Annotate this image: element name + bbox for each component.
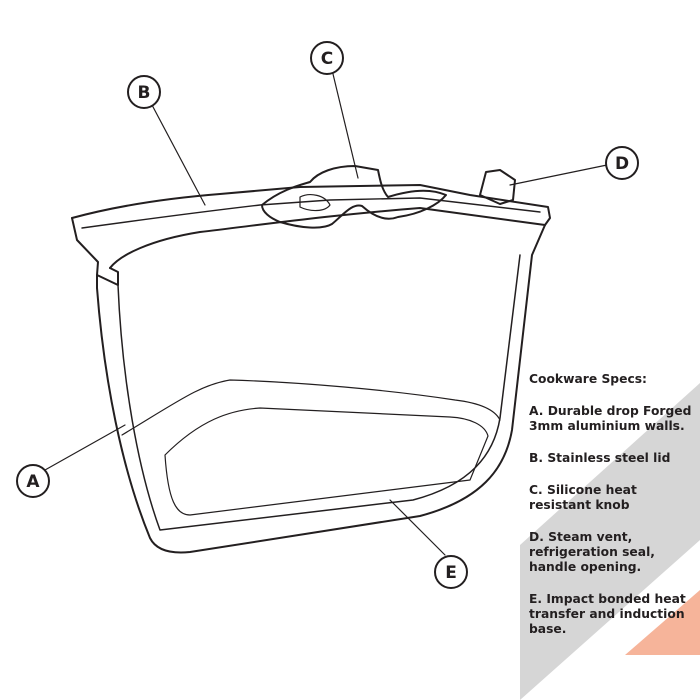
callout-circle-b — [127, 75, 161, 109]
callout-label-e: E — [445, 563, 457, 583]
callout-label-c: C — [321, 49, 333, 69]
specs-title: Cookware Specs: — [529, 372, 647, 386]
steam-vent-tab — [479, 169, 516, 205]
spec-item-b: B. Stainless steel lid — [529, 451, 671, 465]
spec-item-c: C. Silicone heat resistant knob — [529, 483, 637, 512]
gray-stripe-decoration — [520, 383, 700, 700]
leader-line-c — [332, 73, 359, 179]
callout-label-a: A — [26, 472, 40, 492]
pot-outer-wall — [96, 224, 546, 554]
peach-stripe-decoration — [625, 590, 700, 655]
spec-item-d: D. Steam vent, refrigeration seal, handl… — [529, 530, 655, 574]
callout-circle-d — [605, 146, 639, 180]
leader-line-d — [509, 164, 608, 186]
leader-line-e — [389, 499, 446, 556]
spec-item-e: E. Impact bonded heat transfer and induc… — [529, 592, 686, 636]
leader-line-b — [151, 104, 206, 206]
pot-base-plate — [164, 407, 489, 516]
callout-label-b: B — [138, 83, 151, 103]
callout-circle-c — [310, 41, 344, 75]
leader-line-a — [44, 424, 126, 471]
callout-circle-a — [16, 464, 50, 498]
spec-item-a: A. Durable drop Forged 3mm aluminium wal… — [529, 404, 692, 433]
pot-rim-left — [71, 217, 119, 286]
cookware-specs-panel: Cookware Specs: A. Durable drop Forged 3… — [529, 372, 697, 654]
pot-inner-wall — [117, 254, 521, 531]
lid-inner-edge — [81, 197, 541, 229]
pot-inner-base — [121, 379, 501, 436]
lid-outline — [71, 184, 551, 269]
callout-circle-e — [434, 555, 468, 589]
silicone-knob — [261, 165, 447, 229]
knob-hollow — [299, 194, 331, 212]
callout-label-d: D — [615, 154, 629, 174]
